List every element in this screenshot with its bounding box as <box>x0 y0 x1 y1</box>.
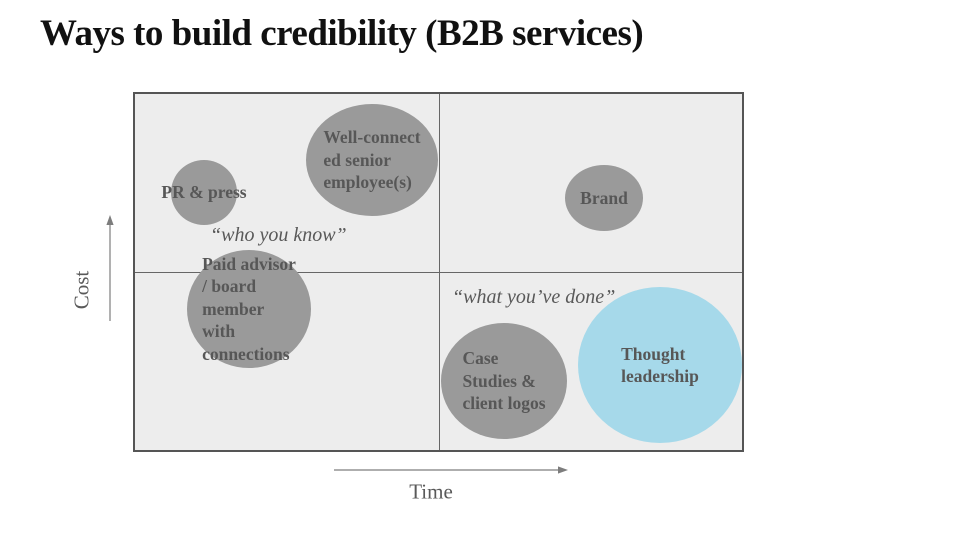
page-title: Ways to build credibility (B2B services) <box>40 13 644 54</box>
quote-who-you-know: “who you know” <box>210 224 347 246</box>
quadrant-chart: “who you know” “what you’ve done” PR & p… <box>133 92 744 452</box>
bubble-label-pr-press: PR & press <box>161 182 247 203</box>
quote-what-youve-done: “what you’ve done” <box>452 286 616 308</box>
cost-axis-arrow-icon <box>106 215 114 321</box>
bubble-label-brand: Brand <box>580 187 628 208</box>
time-axis-arrow-icon <box>334 466 568 474</box>
time-axis-label: Time <box>409 479 453 504</box>
bubble-brand: Brand <box>565 165 643 231</box>
cost-axis-label: Cost <box>69 270 94 310</box>
bubble-pr-press: PR & press <box>161 160 247 225</box>
quadrant-divider-horizontal <box>135 272 742 273</box>
